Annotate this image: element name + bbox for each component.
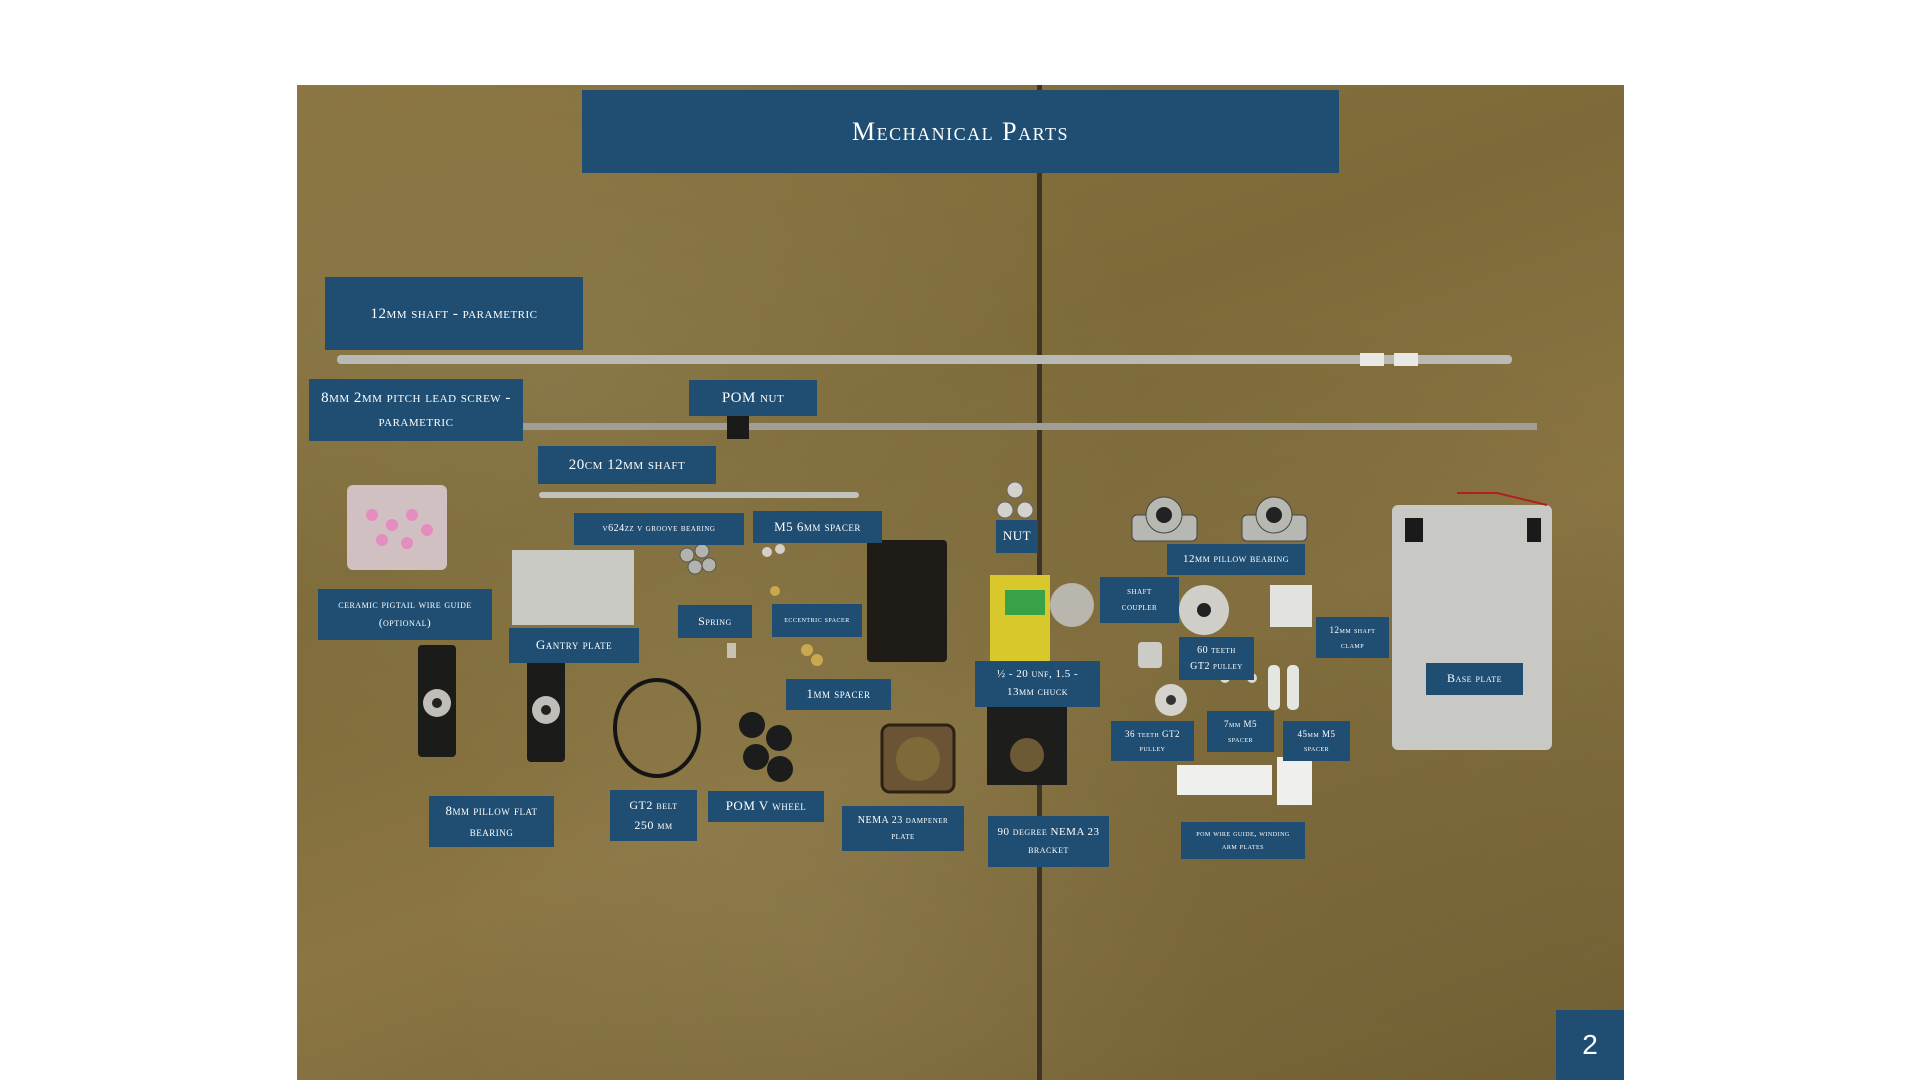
label-nema23-bracket: 90 degree NEMA 23 bracket — [988, 816, 1109, 867]
label-20cm-shaft: 20cm 12mm shaft — [538, 446, 716, 484]
label-ceramic-guide: ceramic pigtail wire guide (optional) — [318, 589, 492, 640]
label-nut: NUT — [996, 520, 1038, 553]
label-nema23-dampener: NEMA 23 dampener plate — [842, 806, 964, 851]
pom-nut-part — [727, 415, 749, 439]
label-12mm-shaft: 12mm shaft - parametric — [325, 277, 583, 350]
label-spring: Spring — [678, 605, 752, 638]
parts-photo — [297, 85, 1624, 1080]
label-v624zz: v624zz v groove bearing — [574, 513, 744, 545]
label-8mm-pillow-flat-bearing: 8mm pillow flat bearing — [429, 796, 554, 847]
label-1mm-spacer: 1mm spacer — [786, 679, 891, 710]
short-shaft — [539, 492, 859, 498]
label-60-teeth-pulley: 60 teeth GT2 pulley — [1179, 637, 1254, 680]
label-base-plate: Base plate — [1426, 663, 1523, 695]
black-plate — [867, 540, 947, 662]
label-12mm-shaft-clamp: 12mm shaft clamp — [1316, 617, 1389, 658]
label-pom-wire-guide: pom wire guide, winding arm plates — [1181, 822, 1305, 859]
label-pom-nut: POM nut — [689, 380, 817, 416]
label-shaft-coupler: shaft coupler — [1100, 577, 1179, 623]
gantry-plate-part — [512, 550, 634, 625]
label-36-teeth-pulley: 36 teeth GT2 pulley — [1111, 721, 1194, 761]
label-12mm-pillow-bearing: 12mm pillow bearing — [1167, 544, 1305, 575]
lead-screw — [452, 423, 1537, 430]
page-number: 2 — [1556, 1010, 1624, 1080]
chuck-box — [990, 575, 1050, 665]
label-7mm-m5-spacer: 7mm M5 spacer — [1207, 711, 1274, 752]
parts-illustration — [337, 353, 1552, 805]
label-45mm-m5-spacer: 45mm M5 spacer — [1283, 721, 1350, 761]
label-m5-6mm-spacer: M5 6mm spacer — [753, 511, 882, 543]
label-gantry-plate: Gantry plate — [509, 628, 639, 663]
slide-title: Mechanical Parts — [582, 90, 1339, 173]
label-eccentric-spacer: eccentric spacer — [772, 604, 862, 637]
label-pom-v-wheel: POM V wheel — [708, 791, 824, 822]
long-shaft — [337, 355, 1512, 364]
label-chuck: ½ - 20 unf, 1.5 - 13mm chuck — [975, 661, 1100, 707]
label-gt2-belt: GT2 belt 250 mm — [610, 790, 697, 841]
label-lead-screw: 8mm 2mm pitch lead screw - parametric — [309, 379, 523, 441]
